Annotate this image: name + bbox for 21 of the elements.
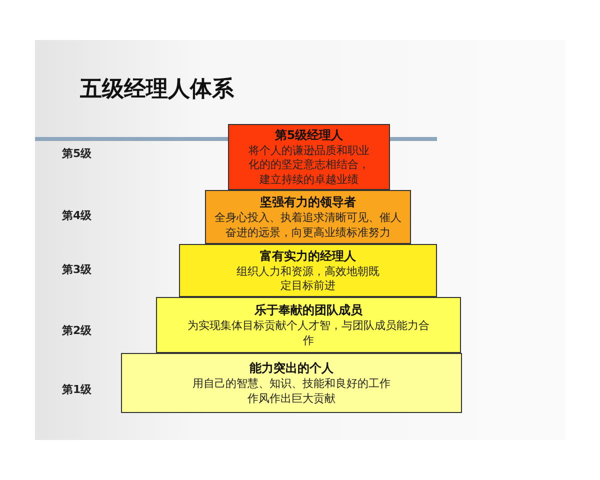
tier-description: 为实现集体目标贡献个人才智，与团队成员能力合作 [186,319,430,348]
pyramid-tier [228,124,390,190]
level-label: 第5级 [62,146,92,161]
pyramid-tier [121,353,462,413]
tier-heading: 坚强有力的领导者 [259,194,357,212]
tier-heading: 富有实力的经理人 [259,248,357,265]
tier-heading: 乐于奉献的团队成员 [254,302,364,320]
pyramid-tier [179,244,437,297]
tier-heading: 能力突出的个人 [248,360,334,378]
level-label: 第2级 [62,323,92,338]
pyramid-tier [205,190,411,244]
level-label: 第3级 [62,262,92,277]
tier-description: 全身心投入、执着追求清晰可见、催人奋进的远景，向更高业绩标准努力 [214,211,402,240]
level-label: 第4级 [62,208,92,223]
tier-description: 将个人的谦逊品质和职业化的的坚定意志相结合，建立持续的卓越业绩 [248,144,370,187]
title: 五级经理人体系 [80,76,234,104]
tier-description: 组织人力和资源，高效地朝既定目标前进 [236,264,380,294]
tier-description: 用自己的智慧、知识、技能和良好的工作作风作出巨大贡献 [192,377,392,406]
tier-heading: 第5级经理人 [274,127,344,144]
level-label: 第1级 [62,382,92,397]
pyramid-tier [156,297,461,353]
